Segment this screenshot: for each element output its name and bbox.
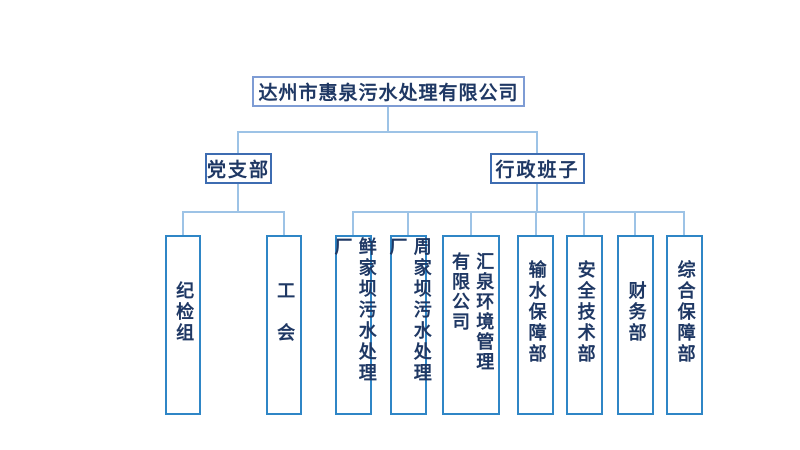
leaf-node-water-transmission-dept: 输水保障部: [517, 235, 554, 415]
connector-leaf6-drop: [535, 211, 537, 235]
connector-party-drop: [237, 131, 239, 153]
leaf-node-label: 输水保障部: [525, 259, 547, 365]
leaf-node-comprehensive-support-dept: 综合保障部: [666, 235, 703, 415]
connector-leaf4-drop: [407, 211, 409, 235]
leaf-node-huiquan-environment-co: 汇泉环境管理 有限公司: [442, 235, 500, 415]
leaf-node-label: 安全技术部: [574, 259, 596, 365]
leaf-node-labor-union: 工 会: [266, 235, 302, 415]
connector-admin-stem: [536, 183, 538, 213]
connector-party-horizontal: [182, 211, 285, 213]
leaf-node-xianjiaba-plant: 鲜家坝污水处理厂: [332, 235, 377, 415]
leaf-node-label: 综合保障部: [674, 259, 696, 365]
leaf-node-discipline-group: 纪检组: [165, 235, 201, 415]
connector-admin-drop: [536, 131, 538, 153]
connector-leaf3-drop: [352, 211, 354, 235]
branch-node-admin: 行政班子: [490, 153, 585, 184]
leaf-node-label: 周家坝污水处理厂: [386, 237, 432, 384]
connector-admin-horizontal: [352, 211, 684, 213]
branch-node-party: 党支部: [205, 153, 272, 184]
branch-node-label: 党支部: [207, 159, 271, 181]
root-node-company: 达州市惠泉污水处理有限公司: [252, 76, 525, 107]
leaf-node-label: 工 会: [274, 280, 296, 344]
leaf-node-label: 财务部: [625, 280, 647, 344]
leaf-node-safety-technology-dept: 安全技术部: [566, 235, 603, 415]
leaf-node-zhoujiaba-plant: 周家坝污水处理厂: [387, 235, 432, 415]
root-node-label: 达州市惠泉污水处理有限公司: [258, 82, 519, 104]
connector-leaf5-drop: [470, 211, 472, 235]
connector-leaf8-drop: [634, 211, 636, 235]
branch-node-label: 行政班子: [495, 159, 580, 181]
connector-root-drop: [387, 106, 389, 132]
connector-leaf1-drop: [182, 211, 184, 235]
connector-party-stem: [237, 183, 239, 213]
connector-leaf7-drop: [583, 211, 585, 235]
connector-leaf2-drop: [283, 211, 285, 235]
connector-leaf9-drop: [683, 211, 685, 235]
leaf-node-label: 鲜家坝污水处理厂: [331, 237, 377, 384]
leaf-node-label: 纪检组: [173, 280, 195, 344]
connector-level1-horizontal: [237, 131, 538, 133]
leaf-node-finance-dept: 财务部: [617, 235, 654, 415]
leaf-node-label: 汇泉环境管理 有限公司: [449, 252, 495, 372]
